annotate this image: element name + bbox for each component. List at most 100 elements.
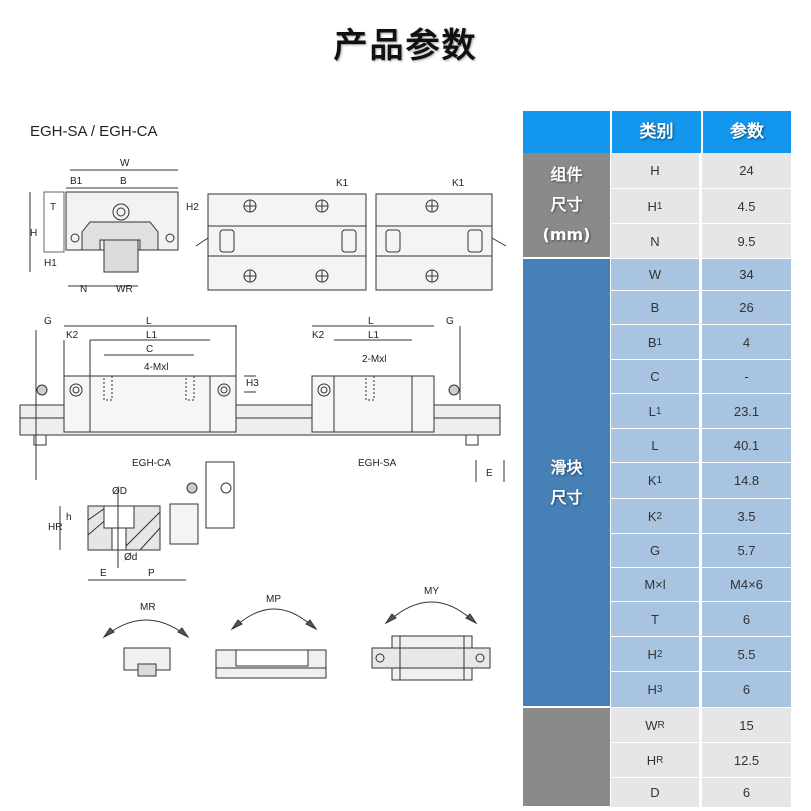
dim-label: H3 [246,378,259,389]
dim-label: G [44,316,52,327]
param-symbol-sub: 3 [656,684,663,695]
param-value: 6 [702,672,791,707]
block-top-view-short [375,193,493,291]
param-symbol: B [611,291,699,324]
page-title: 产品参数 [333,26,478,66]
param-symbol-base: H [647,682,657,697]
dim-label: K1 [452,178,465,189]
block-side-ca [63,375,237,433]
table-row: C- [611,360,791,393]
dim-label: E [486,468,493,479]
param-symbol-base: G [649,543,661,558]
table-group-label-line: (mm) [542,225,591,244]
moment-label: MR [140,602,156,613]
dim-label: L1 [146,330,158,341]
param-symbol-base: N [650,233,660,249]
dim-label: Ød [124,552,137,563]
dim-label: 4-Mxl [144,362,168,373]
dim-label: WR [116,284,133,295]
param-symbol-sub: 1 [656,336,663,348]
param-value: 12.5 [702,743,791,777]
table-header-type: 类别 [612,111,701,153]
param-symbol: D [611,778,699,807]
param-value: 3.5 [702,499,791,533]
param-symbol-sub: 2 [656,510,663,522]
param-value: 9.5 [702,224,791,258]
param-symbol-sub: R [657,719,665,731]
moment-mr-arrow [107,619,185,635]
table-row: B 26 [611,291,791,324]
param-symbol-sub: 1 [656,475,663,486]
table-group-label: 组件尺寸 (mm) [523,153,610,257]
param-value: 24 [702,153,791,188]
param-value: - [702,360,791,393]
dim-label: W [120,158,130,169]
param-symbol-sub: 1 [656,200,663,212]
view-label-sa: EGH-SA [358,458,397,469]
table-group-label-line: 组件 [550,165,583,184]
dim-label: H2 [186,202,199,213]
param-symbol-base: K [647,508,657,524]
table-group-label-line: 尺寸 [550,487,583,507]
param-value: 26 [702,291,791,324]
dim-label: ØD [112,486,127,497]
param-value: 34 [702,259,791,290]
param-symbol-base: D [650,785,660,800]
dim-label: K2 [66,330,79,341]
dim-label: G [446,316,454,327]
dim-label: C [146,344,153,355]
moment-label: MY [424,586,439,597]
param-symbol-base: H [650,163,660,178]
dim-label: P [148,568,155,579]
moment-my-arrow [389,601,473,621]
param-symbol-base: T [651,611,659,627]
technical-drawing: W B B1 T H2 H H1 N WR K1 K1 G K2 L L1 C … [19,158,507,681]
table-row: N 9.5 [611,224,791,258]
param-symbol-base: M×l [644,577,666,592]
param-symbol-base: H [647,646,657,662]
param-symbol-base: W [648,267,662,282]
param-symbol-base: L [648,403,656,419]
param-symbol-base: K [647,473,657,488]
param-symbol: T [611,602,699,636]
param-symbol: N [611,224,699,258]
table-group-label-line: 尺寸 [550,195,583,214]
view-label-ca: EGH-CA [132,458,171,469]
dim-label: T [50,202,56,213]
param-symbol-sub: 2 [656,648,663,660]
param-value: 14.8 [702,463,791,498]
param-symbol-base: B [650,300,660,315]
param-value: 15 [702,708,791,742]
dim-label: L [368,316,374,327]
param-value: 6 [702,778,791,807]
rail-end-view [103,239,139,273]
table-group-label-line: 滑块 [550,457,583,477]
dim-label: H1 [44,258,57,269]
table-row: H 24 [611,153,791,188]
dim-label: B [120,176,127,187]
moment-label: MP [266,594,281,605]
param-symbol-base: H [646,752,657,768]
param-symbol-sub: R [656,754,664,766]
table-header-param: 参数 [703,111,791,153]
block-side-sa [311,375,435,433]
table-group-label: 滑块尺寸 [523,259,610,706]
